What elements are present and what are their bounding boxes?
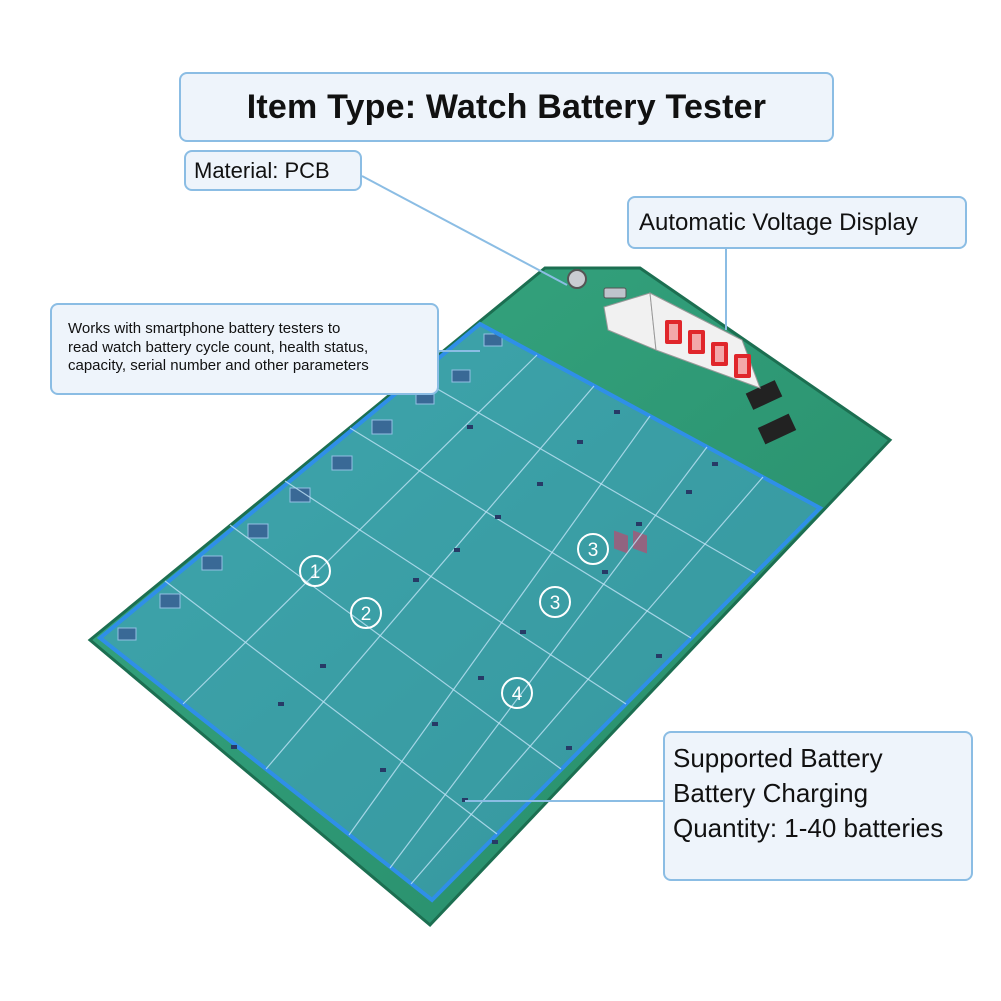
component-strip [117, 333, 503, 641]
supported-line-3: Quantity: 1-40 batteries [673, 813, 944, 843]
contact-pads [231, 410, 718, 844]
zone-marker-circle [577, 533, 609, 565]
item-type-title: Item Type: Watch Battery Tester [246, 87, 767, 126]
zone-marker-circle [501, 677, 533, 709]
usb-port [603, 287, 627, 299]
zone-label-3b: 3 [550, 593, 561, 614]
item-type-callout: Item Type: Watch Battery Tester [179, 72, 834, 142]
works-with-line-3: capacity, serial number and other parame… [68, 357, 369, 374]
zone-marker-circle [539, 586, 571, 618]
zone-markers [299, 533, 609, 709]
chip [757, 413, 797, 445]
works-with-callout: Works with smartphone battery testers to… [50, 303, 439, 395]
voltage-led-display [603, 292, 761, 554]
supported-line-2: Battery Charging [673, 778, 869, 808]
battery-tray-overlay [96, 321, 824, 903]
zone-label-1: 1 [310, 562, 321, 583]
zone-label-2: 2 [361, 604, 372, 625]
works-with-line-1: Works with smartphone battery testers to [68, 320, 341, 337]
voltage-display-callout: Automatic Voltage Display [627, 196, 967, 249]
chip [745, 380, 783, 410]
voltage-display-text: Automatic Voltage Display [639, 208, 918, 236]
top-electronics [567, 269, 797, 445]
works-with-line-2: read watch battery cycle count, health s… [68, 338, 369, 356]
material-text: Material: PCB [194, 157, 330, 183]
material-callout: Material: PCB [184, 150, 362, 191]
zone-label-3a: 3 [588, 540, 599, 561]
supported-battery-callout: Supported Battery Battery Charging Quant… [663, 731, 973, 881]
callout-connectors [361, 175, 727, 802]
zone-label-4: 4 [512, 684, 523, 705]
zone-marker-circle [299, 555, 331, 587]
supported-line-1: Supported Battery [673, 743, 883, 773]
zone-marker-circle [350, 597, 382, 629]
tray-grid [164, 354, 764, 885]
pcb-board [87, 266, 893, 928]
capacitor [567, 269, 587, 289]
